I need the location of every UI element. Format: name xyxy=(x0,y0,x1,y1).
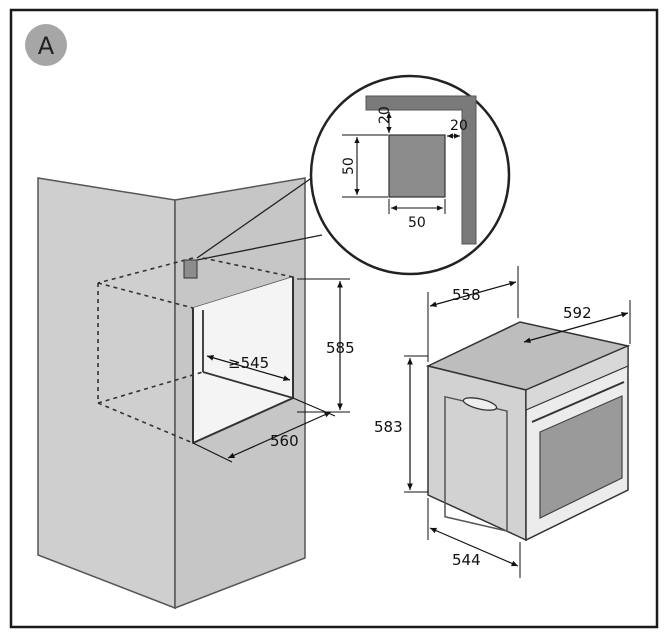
oven-front-width-label: 544 xyxy=(452,551,481,569)
cabinet-vent-opening xyxy=(183,259,198,279)
niche-depth-label: ≥545 xyxy=(228,354,269,372)
niche-width-ext-left xyxy=(192,442,233,463)
oven xyxy=(425,321,631,542)
oven-side-handle-recess xyxy=(462,397,498,411)
vent-detail-callout: 20 20 50 50 xyxy=(309,74,511,276)
detail-vent-square xyxy=(388,134,446,198)
detail-gap-right-label: 20 xyxy=(450,118,468,134)
detail-width-label: 50 xyxy=(408,215,426,231)
niche-depth-line xyxy=(206,355,291,381)
oven-dimensions: 558 592 583 544 xyxy=(374,266,631,578)
badge-label: A xyxy=(38,32,55,60)
figure-badge: A xyxy=(25,24,67,66)
niche-width-label: 560 xyxy=(270,432,299,450)
oven-handle xyxy=(531,381,625,423)
niche-width-line xyxy=(227,411,332,459)
oven-depth-label: 558 xyxy=(452,286,481,304)
oven-height-label: 583 xyxy=(374,418,403,436)
detail-height-label: 50 xyxy=(341,157,357,175)
cabinet-dimensions: ≥545 585 560 xyxy=(192,278,355,463)
oven-control-panel xyxy=(525,345,629,411)
oven-door-window xyxy=(539,395,623,519)
oven-width-label: 592 xyxy=(563,304,592,322)
oven-front-width-line xyxy=(429,527,519,567)
detail-panel-corner xyxy=(365,95,477,245)
detail-gap-top-label: 20 xyxy=(377,106,393,124)
niche-height-label: 585 xyxy=(326,339,355,357)
detail-callout-leaders xyxy=(196,176,323,261)
cabinet xyxy=(37,177,306,610)
oven-depth-line xyxy=(429,280,517,308)
niche-hidden-edges xyxy=(97,257,294,444)
oven-width-line xyxy=(523,311,629,344)
cabinet-left-panel xyxy=(37,177,176,610)
